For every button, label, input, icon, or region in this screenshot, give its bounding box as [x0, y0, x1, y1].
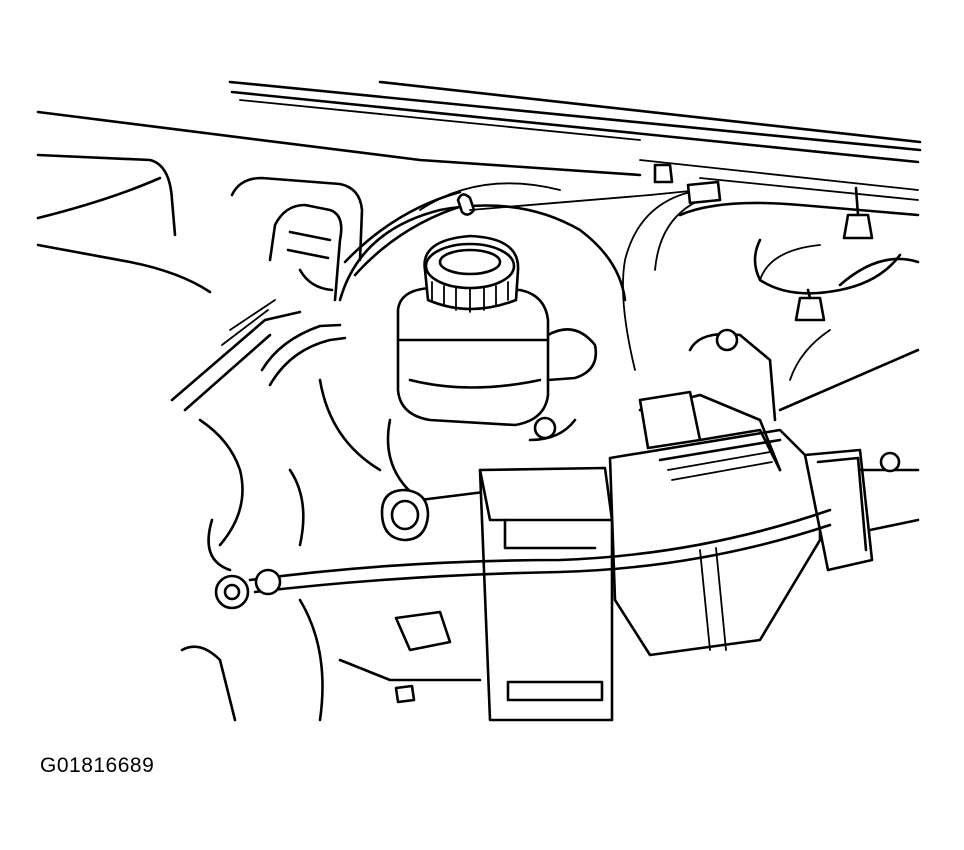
- electronic-control-unit: [608, 328, 822, 657]
- left-fender: [36, 153, 302, 412]
- brake-fluid-reservoir: [396, 286, 550, 427]
- figure-code: G01816689: [40, 754, 155, 777]
- cowl-panel-lines: [36, 80, 922, 201]
- lower-left-components: [180, 418, 482, 722]
- right-strut-tower: [678, 186, 920, 412]
- left-strut-bracket: [230, 176, 364, 302]
- brake-lines: [469, 163, 831, 381]
- wiring-harness: [214, 508, 832, 651]
- master-cylinder: [380, 328, 598, 542]
- reservoir-cap: [423, 234, 520, 313]
- harness-connector: [803, 448, 920, 572]
- abs-module: [478, 466, 614, 722]
